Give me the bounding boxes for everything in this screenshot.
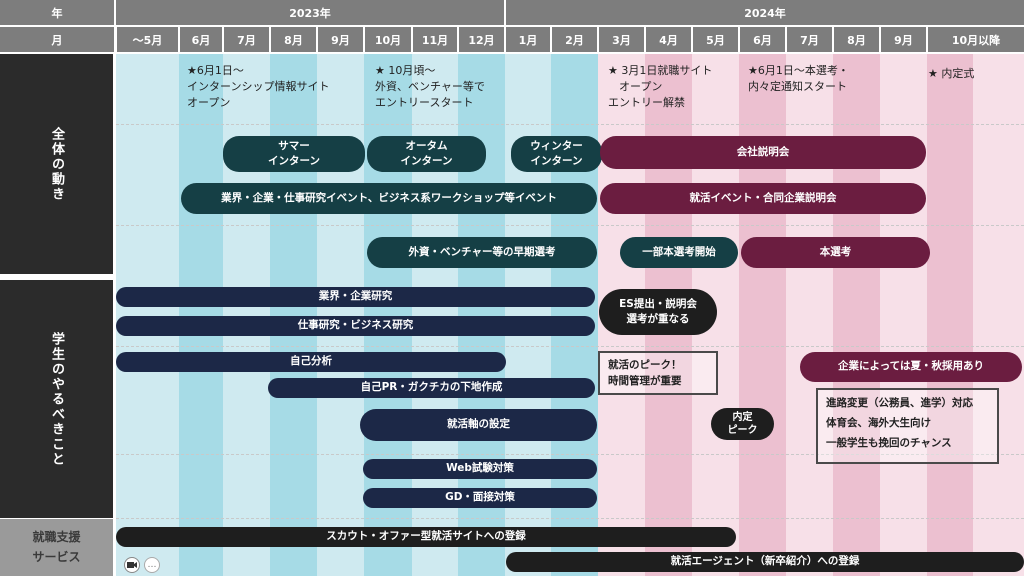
bar-early-selection: 外資・ベンチャー等の早期選考 — [367, 237, 597, 268]
month-jun2: 6月 — [740, 27, 785, 52]
month-jan: 1月 — [506, 27, 550, 52]
month-aug: 8月 — [271, 27, 316, 52]
month-dec: 12月 — [459, 27, 504, 52]
bar-self-pr: 自己PR・ガクチカの下地作成 — [268, 378, 595, 398]
month-oct: 10月 — [365, 27, 411, 52]
bar-summer-autumn-hiring: 企業によっては夏・秋採用あり — [800, 352, 1022, 382]
section-support: 就職支援 サービス — [0, 519, 113, 576]
box-career-change: 進路変更（公務員、進学）対応 体育会、海外大生向け 一般学生も挽回のチャンス — [816, 388, 999, 464]
month-aug2: 8月 — [834, 27, 879, 52]
box-job-hunt-peak: 就活のピーク！ 時間管理が重要 — [598, 351, 718, 395]
year-2023: 2023年 — [116, 0, 504, 25]
row-separator — [116, 225, 1024, 226]
bar-gd-interview: GD・面接対策 — [363, 488, 597, 508]
note-mar-site: ★ 3月1日就職サイト オープン エントリー解禁 — [608, 64, 713, 109]
video-icon[interactable] — [124, 557, 140, 573]
bar-web-test: Web試験対策 — [363, 459, 597, 479]
month-header-label: 月 — [0, 27, 114, 52]
bar-industry-research: 業界・企業研究 — [116, 287, 595, 307]
note-oct-entry: ★ 10月頃～ 外資、ベンチャー等で エントリースタート — [375, 64, 485, 109]
bar-partial-selection: 一部本選考開始 — [620, 237, 738, 268]
col-bg-sep2 — [880, 54, 927, 576]
note-naiteishiki: ★ 内定式 — [928, 67, 975, 80]
bar-winter-intern: ウィンター インターン — [511, 136, 602, 172]
bar-self-analysis: 自己分析 — [116, 352, 506, 372]
col-bg-may — [116, 54, 179, 576]
bar-main-selection: 本選考 — [741, 237, 930, 268]
month-sep2: 9月 — [881, 27, 926, 52]
note-jun-selection: ★6月1日～本選考・ 内々定通知スタート — [748, 64, 849, 93]
col-bg-jul2 — [786, 54, 833, 576]
month-may: ～5月 — [117, 27, 178, 52]
note-jun-internship: ★6月1日～ インターンシップ情報サイト オープン — [187, 64, 330, 109]
bar-job-events: 就活イベント・合同企業説明会 — [600, 183, 926, 214]
month-may2: 5月 — [693, 27, 738, 52]
month-mar: 3月 — [599, 27, 644, 52]
col-bg-aug — [270, 54, 317, 576]
section-student: 学生のやるべきこと — [0, 280, 113, 518]
more-icon[interactable]: … — [144, 557, 160, 573]
row-separator — [116, 346, 1024, 347]
month-oct-later: 10月以降 — [928, 27, 1024, 52]
month-nov: 11月 — [413, 27, 457, 52]
bar-autumn-intern: オータム インターン — [367, 136, 486, 172]
bar-scout-site: スカウト・オファー型就活サイトへの登録 — [116, 527, 736, 547]
col-bg-jun — [179, 54, 223, 576]
col-bg-sep — [317, 54, 364, 576]
col-bg-jun2 — [739, 54, 786, 576]
year-header-label: 年 — [0, 0, 114, 25]
bar-company-briefing: 会社説明会 — [600, 136, 926, 169]
row-separator — [116, 124, 1024, 125]
col-bg-aug2 — [833, 54, 880, 576]
month-feb: 2月 — [552, 27, 597, 52]
bar-job-axis: 就活軸の設定 — [360, 409, 597, 441]
bar-es-submit: ES提出・説明会 選考が重なる — [599, 289, 717, 335]
bar-summer-intern: サマー インターン — [223, 136, 365, 172]
row-separator — [116, 454, 1024, 455]
bar-agent: 就活エージェント（新卒紹介）への登録 — [506, 552, 1024, 572]
month-apr: 4月 — [646, 27, 691, 52]
section-overall: 全体の動き — [0, 54, 113, 274]
month-jun: 6月 — [180, 27, 222, 52]
col-bg-late — [973, 54, 1024, 576]
year-2024: 2024年 — [506, 0, 1024, 25]
bar-job-research: 仕事研究・ビジネス研究 — [116, 316, 595, 336]
row-separator — [116, 518, 1024, 519]
col-bg-jul — [223, 54, 270, 576]
bar-naitei-peak: 内定 ピーク — [711, 408, 774, 440]
month-sep: 9月 — [318, 27, 363, 52]
month-jul2: 7月 — [787, 27, 832, 52]
col-bg-oct2 — [927, 54, 973, 576]
month-jul: 7月 — [224, 27, 269, 52]
bar-industry-events: 業界・企業・仕事研究イベント、ビジネス系ワークショップ等イベント — [181, 183, 597, 214]
